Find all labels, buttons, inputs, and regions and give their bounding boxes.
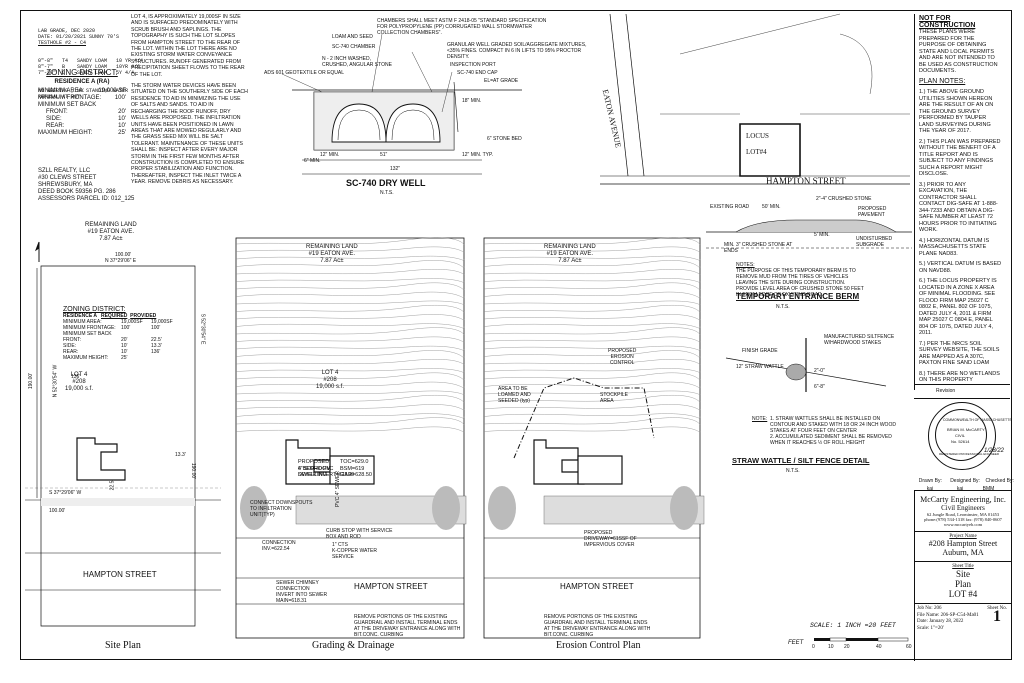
plan-notes-panel: NOT FOR CONSTRUCTION THESE PLANS WERE PR… xyxy=(914,14,1006,390)
drawing-sheet xyxy=(20,10,1012,660)
erosion-contour-lines xyxy=(483,237,701,433)
zoning-row: MAXIMUM HEIGHT:25' xyxy=(38,130,126,136)
company-name: McCarty Engineering, Inc. xyxy=(920,495,1006,504)
grading-remaining-land: REMAINING LAND#19 EATON AVE.7.87 Ac± xyxy=(306,244,358,264)
scale-tick-label: 60 xyxy=(906,644,912,650)
erosion-panel: REMAINING LAND#19 EATON AVE.7.87 Ac± PRO… xyxy=(483,237,705,651)
zoning-row: MINIMUM AREA:19,000 SF xyxy=(38,88,126,94)
scale-tick-label: 20 xyxy=(844,644,850,650)
zoning-row: REAR:10' xyxy=(46,123,126,129)
scale-bar-graphic xyxy=(814,637,909,642)
grading-title: Grading & Drainage xyxy=(312,640,395,651)
title-block: McCarty Engineering, Inc. Civil Engineer… xyxy=(914,490,1011,661)
locus-map: HAMPTON STREET EATON AVENUE LOCUS LOT#4 xyxy=(600,13,910,192)
plan-notes-list: 1.) THE ABOVE GROUND UTILITIES SHOWN HER… xyxy=(919,89,1002,384)
zoning-row: MINIMUM FRONTAGE:100' xyxy=(38,95,126,101)
stamp-date: 1/28/22 xyxy=(984,448,1005,454)
wattle-drawing xyxy=(725,338,887,392)
plan-note: 7.) PER THE NRCS SOIL SURVEY WEBSITE, TH… xyxy=(919,340,1000,367)
berm-drawing xyxy=(706,219,912,249)
wattle-title: STRAW WATTLE / SILT FENCE DETAIL xyxy=(732,456,870,465)
drywell-detail: CHAMBERS SHALL MEET ASTM F 2418-05 "STAN… xyxy=(262,12,602,232)
contour-lines xyxy=(235,237,465,433)
wattle-detail: MANUFACTURED SILTFENCE W/HARDWOOD STAKES… xyxy=(706,330,912,474)
grading-panel: REMAINING LAND#19 EATON AVE.7.87 Ac± LOT… xyxy=(235,237,467,651)
remaining-land-label: REMAINING LAND#19 EATON AVE.7.87 Ac± xyxy=(85,222,137,242)
revision-label: Revision xyxy=(936,388,956,394)
drawn-by-row: Drawn By: Designed By: Checked By: xyxy=(918,478,1014,484)
site-plan-title: Site Plan xyxy=(105,640,141,651)
zoning-summary: ZONING DISTRICT: RESIDENCE A (RA) MINIMU… xyxy=(38,68,126,137)
plan-notes-title: PLAN NOTES: xyxy=(919,77,966,85)
zoning-row: SIDE:10' xyxy=(46,116,126,122)
scale-tick-label: 0 xyxy=(812,644,815,650)
site-plan-panel: REMAINING LAND#19 EATON AVE.7.87 Ac± N 3… xyxy=(25,222,221,651)
berm-title: TEMPORARY ENTRANCE BERM xyxy=(736,292,860,301)
site-plan-drawing xyxy=(25,241,221,627)
street-label: HAMPTON STREET xyxy=(83,570,157,579)
not-for-construction: NOT FOR CONSTRUCTION xyxy=(919,15,976,29)
zoning-row: MINIMUM SET BACK xyxy=(38,102,97,108)
site-zoning-row: FRONT:20'22.5' xyxy=(63,337,162,343)
berm-detail: EXISTING ROAD 2"-4" CRUSHED STONE 50' MI… xyxy=(706,196,912,336)
sheet-number: 1 xyxy=(993,608,1001,625)
project-name: #208 Hampton Street xyxy=(928,539,998,548)
locus-map-drawing xyxy=(600,13,910,185)
engineer-stamp: COMMONWEALTH OF MASSACHUSETTS BRIAN M. M… xyxy=(928,402,1012,470)
zoning-title: ZONING DISTRICT: xyxy=(46,68,118,77)
scale-tick-label: 40 xyxy=(876,644,882,650)
site-zoning-row: MAXIMUM HEIGHT:25' xyxy=(63,355,128,361)
plan-note: 1.) THE ABOVE GROUND UTILITIES SHOWN HER… xyxy=(919,89,994,134)
plan-note: 6.) THE LOCUS PROPERTY IS LOCATED IN A Z… xyxy=(919,278,997,336)
drywell-drawing xyxy=(281,33,522,175)
erosion-title: Erosion Control Plan xyxy=(556,640,641,651)
plan-note: 5.) VERTICAL DATUM IS BASED ON NAVD88. xyxy=(919,261,1002,274)
scale-tick-label: 10 xyxy=(828,644,834,650)
locus-street: HAMPTON STREET xyxy=(766,176,846,186)
plan-note: 4.) HORIZONTAL DATUM IS MASSACHUSETTS ST… xyxy=(919,237,990,257)
erosion-drawing xyxy=(483,237,705,639)
scale-label: SCALE: 1 INCH =20 FEET xyxy=(810,622,896,629)
site-zoning-row: SIDE:10'13.3' xyxy=(63,343,162,349)
plan-note: 8.) THERE ARE NO WETLANDS ON THIS PROPER… xyxy=(919,370,1000,384)
zoning-row: FRONT:20' xyxy=(46,109,126,115)
lot-description: LOT 4, IS APPROXIMATELY 19,000SF IN SIZE… xyxy=(131,14,248,186)
site-zoning-row: MINIMUM FRONTAGE:100'100' xyxy=(63,325,161,331)
drywell-title: SC-740 DRY WELL xyxy=(346,178,426,188)
grading-street-label: HAMPTON STREET xyxy=(354,582,428,591)
storm-maintenance-note: THE STORM WATER DEVICES HAVE BEEN SITUAT… xyxy=(131,83,248,186)
plan-note: 3.) PRIOR TO ANY EXCAVATION, THE CONTRAC… xyxy=(919,181,998,234)
grading-drawing xyxy=(235,237,467,639)
site-zoning-row: MINIMUM SET BACK xyxy=(63,331,112,337)
erosion-street-label: HAMPTON STREET xyxy=(560,582,634,591)
site-zoning-row: REAR:10'136' xyxy=(63,349,161,355)
site-zoning-table: ZONING DISTRICT: RESIDENCE A REQUIRED PR… xyxy=(63,306,183,361)
plan-note: 2.) THIS PLAN WAS PREPARED WITHOUT THE B… xyxy=(919,138,1001,178)
